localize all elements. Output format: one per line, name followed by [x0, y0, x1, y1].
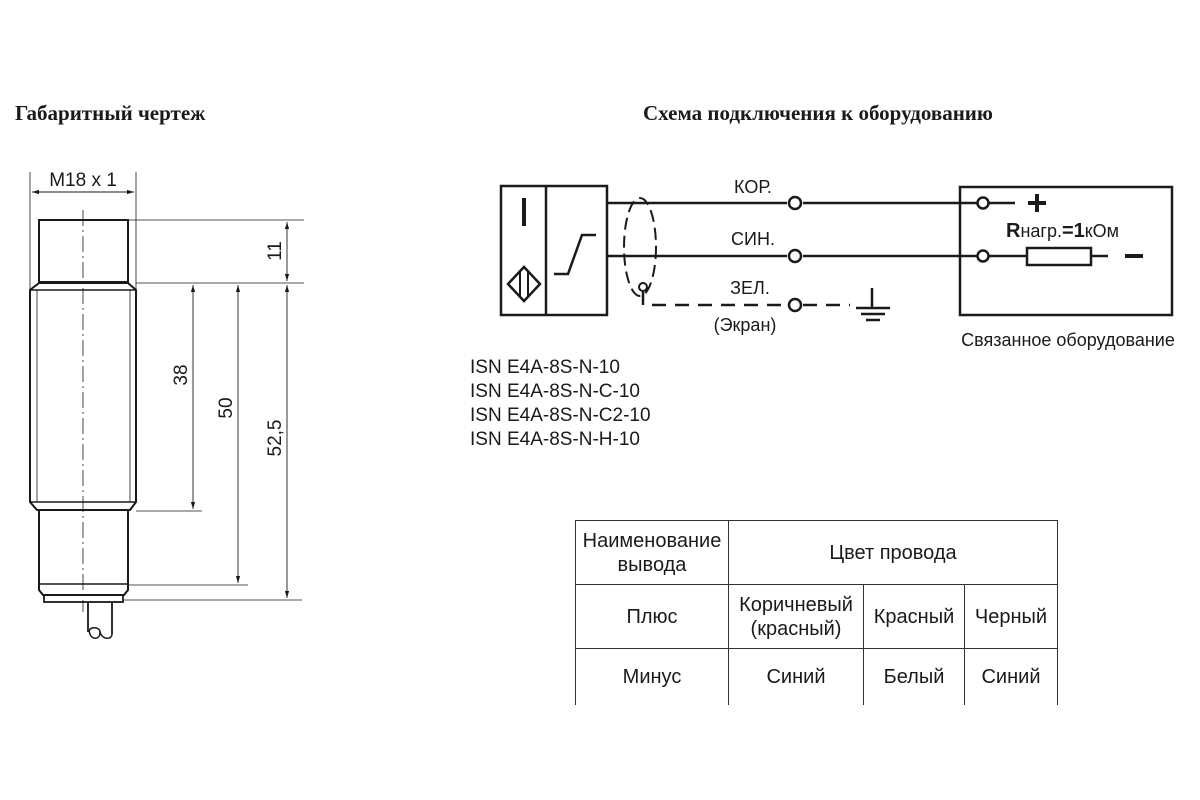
- load-resistor: [1025, 246, 1093, 267]
- shield-tap: [638, 282, 648, 292]
- wire-green-label: ЗЕЛ.: [730, 278, 770, 298]
- color-cell: Белый: [863, 648, 965, 705]
- equipment-terminal-plus: [976, 196, 990, 210]
- table-row: Плюс Коричневый (красный) Красный Черный: [575, 584, 1058, 649]
- table-header-row: Наименование вывода Цвет провода: [575, 520, 1058, 585]
- color-cell: Синий: [964, 648, 1058, 705]
- resistance-subscript: нагр.: [1020, 221, 1062, 241]
- dim-50-label: 50: [216, 397, 237, 418]
- wire-green: [641, 291, 787, 307]
- terminal-green: [787, 297, 803, 313]
- switching-output-icon: [554, 233, 596, 276]
- shield-label: (Экран): [714, 315, 777, 335]
- pin-name-cell: Минус: [575, 648, 729, 705]
- dimension-drawing-title: Габаритный чертеж: [15, 101, 206, 125]
- wire-brown-label: КОР.: [734, 177, 772, 197]
- model-item: ISN E4A-8S-N-C-10: [470, 381, 640, 402]
- plus-icon: [1028, 194, 1046, 212]
- dim-38-label: 38: [171, 364, 192, 385]
- model-item: ISN E4A-8S-N-H-10: [470, 429, 640, 450]
- ground-icon: [856, 288, 890, 322]
- connection-diagram-title: Схема подключения к оборудованию: [643, 101, 993, 125]
- sensor-cable: [87, 602, 113, 634]
- model-list: ISN E4A-8S-N-10 ISN E4A-8S-N-C-10 ISN E4…: [470, 356, 651, 452]
- equipment-label: Связанное оборудование: [961, 330, 1175, 350]
- equipment-terminal-minus: [976, 249, 990, 263]
- header-pin-name: Наименование вывода: [575, 520, 729, 585]
- resistance-value: =1: [1062, 220, 1085, 242]
- color-cell: Коричневый (красный): [728, 584, 864, 649]
- equipment-box: [958, 185, 1174, 317]
- thread-label: M18 x 1: [49, 170, 117, 191]
- inductive-sensor-icon: [506, 265, 542, 303]
- color-cell: Синий: [728, 648, 864, 705]
- sensor-threaded-body: [29, 282, 137, 511]
- color-cell: Красный: [863, 584, 965, 649]
- resistance-unit: кОм: [1085, 221, 1119, 241]
- resistance-symbol: R: [1006, 220, 1021, 242]
- cable-shield: [623, 197, 657, 297]
- color-cell: Черный: [964, 584, 1058, 649]
- table-row: Минус Синий Белый Синий: [575, 648, 1058, 705]
- sensor-block: [499, 184, 609, 317]
- pin-name-cell: Плюс: [575, 584, 729, 649]
- model-item: ISN E4A-8S-N-C2-10: [470, 405, 651, 426]
- wire-blue-label: СИН.: [731, 229, 775, 249]
- dim-11-label: 11: [265, 241, 286, 261]
- terminal-brown: [787, 195, 803, 211]
- load-resistance-label: Rнагр.=1кОм: [1006, 220, 1119, 242]
- dim-52-5-label: 52,5: [265, 420, 286, 457]
- model-item: ISN E4A-8S-N-10: [470, 357, 620, 378]
- header-wire-color: Цвет провода: [728, 520, 1058, 585]
- wire-color-table: Наименование вывода Цвет провода Плюс Ко…: [575, 520, 1058, 705]
- terminal-blue: [787, 248, 803, 264]
